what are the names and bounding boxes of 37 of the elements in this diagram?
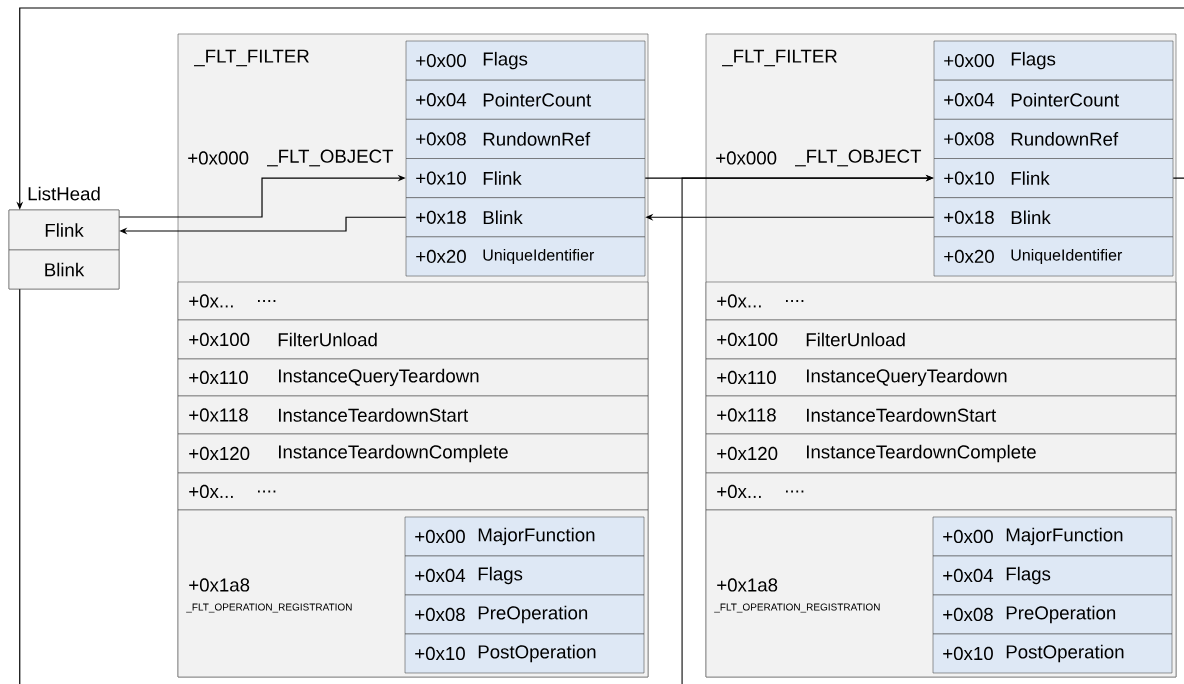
member-row: +0x... .... xyxy=(177,281,649,321)
member-row: +0x110 InstanceQueryTeardown xyxy=(177,358,649,397)
field-row: +0x20 UniqueIdentifier xyxy=(405,236,646,277)
field-row: +0x08 PreOperation xyxy=(404,594,645,635)
field-row: +0x10 Flink xyxy=(405,158,646,198)
member-row: +0x100 FilterUnload xyxy=(705,319,1177,360)
member-row: +0x... .... xyxy=(177,472,649,511)
member-row: +0x110 InstanceQueryTeardown xyxy=(705,358,1177,397)
field-row: +0x10 PostOperation xyxy=(404,633,645,674)
member-row: +0x... .... xyxy=(705,472,1177,511)
field-row: +0x00 Flags xyxy=(933,40,1174,81)
field-row: +0x18 Blink xyxy=(405,197,646,238)
field-row: +0x18 Blink xyxy=(933,197,1174,238)
member-row: +0x118 InstanceTeardownStart xyxy=(705,395,1177,435)
node-label: ListHead xyxy=(28,186,100,201)
field-row: +0x08 RundownRef xyxy=(933,119,1174,159)
member-row: +0x100 FilterUnload xyxy=(177,319,649,360)
field-row: +0x04 Flags xyxy=(932,555,1173,596)
connector-line xyxy=(19,288,21,684)
field-row: +0x04 PointerCount xyxy=(933,79,1174,120)
member-row: +0x... .... xyxy=(705,281,1177,321)
member-row: +0x120 InstanceTeardownComplete xyxy=(177,433,649,474)
pointer-cell: Blink xyxy=(8,249,120,290)
member-row: +0x120 InstanceTeardownComplete xyxy=(705,433,1177,474)
field-row: +0x08 PreOperation xyxy=(932,594,1173,635)
field-row: +0x04 Flags xyxy=(404,555,645,596)
field-row: +0x20 UniqueIdentifier xyxy=(933,236,1174,277)
field-row: +0x10 Flink xyxy=(933,158,1174,198)
field-row: +0x00 MajorFunction xyxy=(404,516,645,557)
field-row: +0x10 PostOperation xyxy=(932,633,1173,674)
field-row: +0x08 RundownRef xyxy=(405,119,646,159)
member-row: +0x118 InstanceTeardownStart xyxy=(177,395,649,435)
connector-line xyxy=(1172,177,1184,179)
field-row: +0x04 PointerCount xyxy=(405,79,646,120)
field-row: +0x00 Flags xyxy=(405,40,646,81)
field-row: +0x00 MajorFunction xyxy=(932,516,1173,557)
pointer-cell: Flink xyxy=(8,209,120,251)
